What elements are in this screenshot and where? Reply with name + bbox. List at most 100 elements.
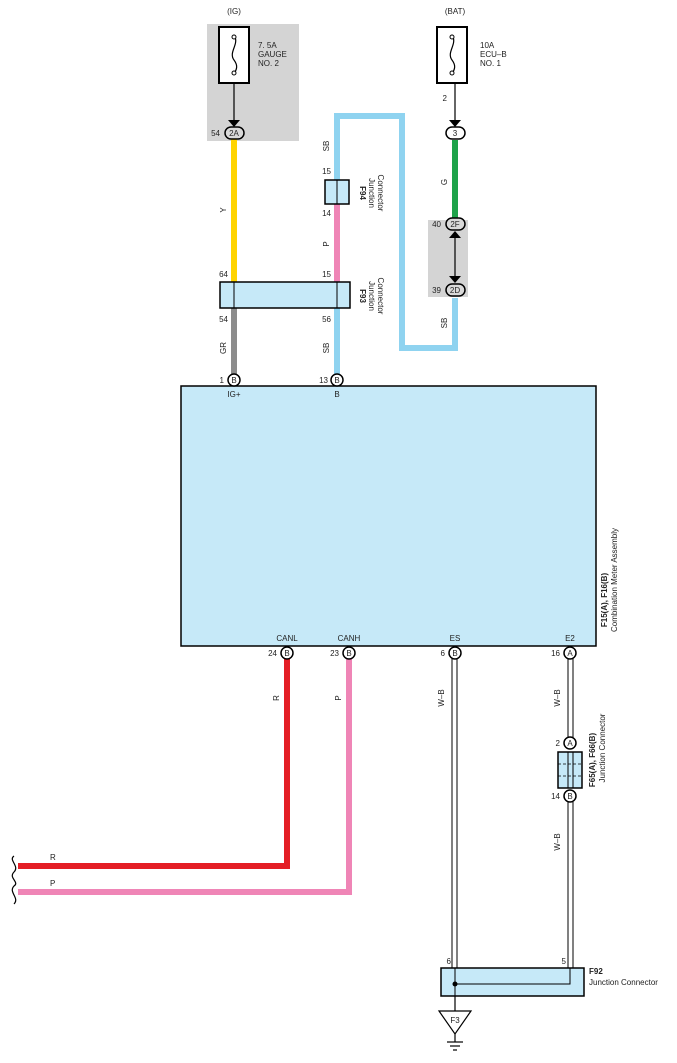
- fuse-gauge-line3: NO. 2: [258, 59, 279, 68]
- wire-label-p-2: P: [334, 695, 343, 700]
- meter-code: F15(A), F16(B): [600, 573, 609, 628]
- terminal-2a: [224, 120, 245, 140]
- fuse-ecub-line3: NO. 1: [480, 59, 501, 68]
- meter-pin-b: [330, 373, 344, 387]
- meter-pin-canl-label: CANL: [276, 634, 298, 643]
- wire-label-sb-1: SB: [322, 141, 331, 152]
- fuse-gauge-no2: [218, 26, 250, 84]
- meter-name: Combination Meter Assembly: [610, 528, 619, 632]
- f65-pin-bottom: [563, 789, 577, 803]
- f94-name1: Junction: [367, 178, 376, 208]
- f92-code: F92: [589, 967, 603, 976]
- f94-code: F94: [358, 186, 367, 200]
- wire-label-sb-2: SB: [440, 318, 449, 329]
- wire-label-wb-1: W–B: [437, 689, 446, 706]
- f65-conn-top: A: [567, 739, 573, 748]
- bat-source-label: (BAT): [445, 7, 466, 16]
- wire-label-r: R: [272, 695, 281, 701]
- f93-pin-tr: 15: [322, 270, 331, 279]
- f94-junction-connector: [324, 179, 350, 205]
- wire-label-sb-3: SB: [322, 343, 331, 354]
- wire-break-symbol: [11, 855, 17, 905]
- fuse-gauge-line2: GAUGE: [258, 50, 287, 59]
- terminal-2d: [445, 276, 466, 297]
- ground-label: F3: [450, 1016, 460, 1025]
- meter-pin-canh: [342, 646, 356, 660]
- wire-label-wb-3: W–B: [553, 833, 562, 850]
- f94-name2: Connector: [376, 175, 385, 212]
- wire-label-r-end: R: [50, 853, 56, 862]
- terminal-2a-label: 2A: [229, 129, 239, 138]
- f92-junction-connector: [440, 967, 585, 997]
- f94-pin-bottom: 14: [322, 209, 331, 218]
- f92-pin-right: 5: [562, 957, 567, 966]
- wire-label-p-end: P: [50, 879, 55, 888]
- wire-label-wb-2: W–B: [553, 689, 562, 706]
- meter-pin-b-conn: B: [334, 376, 339, 385]
- f65-junction-connector: [557, 751, 583, 789]
- f93-name1: Junction: [367, 281, 376, 311]
- wire-red-canl: [18, 658, 290, 869]
- f94-pin-top: 15: [322, 167, 331, 176]
- meter-pin-es: [448, 646, 462, 660]
- f93-pin-tl: 64: [219, 270, 228, 279]
- terminal-3-label: 3: [453, 129, 458, 138]
- terminal-2f-label: 2F: [450, 220, 459, 229]
- terminal-3: [445, 120, 466, 140]
- meter-pin-ig: [227, 373, 241, 387]
- fuse-ecub-line2: ECU–B: [480, 50, 507, 59]
- meter-pin-ig-label: IG+: [227, 390, 240, 399]
- fuse-ecub-pin: 2: [443, 94, 448, 103]
- meter-pin-ig-num: 1: [220, 376, 225, 385]
- terminal-2f: [445, 217, 466, 238]
- f93-name2: Connector: [376, 278, 385, 315]
- f93-code: F93: [358, 289, 367, 303]
- terminal-2a-pin: 54: [211, 129, 220, 138]
- meter-pin-e2-conn: A: [567, 649, 573, 658]
- wire-sky-blue-loop: [334, 113, 458, 351]
- meter-pin-canl-conn: B: [284, 649, 289, 658]
- f65-pin-bottom-num: 14: [551, 792, 560, 801]
- fuse-gauge-line1: 7. 5A: [258, 41, 277, 50]
- meter-pin-es-conn: B: [452, 649, 457, 658]
- f93-pin-br: 56: [322, 315, 331, 324]
- wire-label-g: G: [440, 179, 449, 185]
- wire-white-black-e2: [567, 658, 574, 968]
- f93-junction-connector: [219, 281, 351, 309]
- f65-conn-bottom: B: [567, 792, 572, 801]
- meter-pin-b-num: 13: [319, 376, 328, 385]
- meter-pin-es-label: ES: [450, 634, 461, 643]
- f65-code: F65(A), F66(B): [588, 733, 597, 788]
- combination-meter-assembly: [180, 385, 597, 647]
- meter-pin-canh-conn: B: [346, 649, 351, 658]
- meter-pin-es-num: 6: [441, 649, 446, 658]
- meter-pin-ig-conn: B: [231, 376, 236, 385]
- meter-pin-e2-label: E2: [565, 634, 575, 643]
- f65-name: Junction Connector: [598, 713, 607, 782]
- fuse-ecub-line1: 10A: [480, 41, 495, 50]
- meter-pin-canh-num: 23: [330, 649, 339, 658]
- meter-pin-b-label: B: [334, 390, 339, 399]
- meter-pin-canh-label: CANH: [338, 634, 361, 643]
- f92-name: Junction Connector: [589, 978, 658, 987]
- meter-pin-canl-num: 24: [268, 649, 277, 658]
- ig-source-label: (IG): [227, 7, 241, 16]
- meter-pin-e2: [563, 646, 577, 660]
- fuse-ecub-no1: [436, 26, 468, 84]
- ground-symbol: [437, 996, 473, 1051]
- wire-label-y: Y: [219, 207, 228, 213]
- meter-pin-canl: [280, 646, 294, 660]
- terminal-2d-label: 2D: [450, 286, 460, 295]
- f65-pin-top-num: 2: [556, 739, 561, 748]
- wire-white-black-es: [451, 658, 458, 968]
- terminal-2d-pin: 39: [432, 286, 441, 295]
- f92-pin-left: 6: [447, 957, 452, 966]
- wire-pink-canh: [18, 658, 352, 895]
- terminal-2f-pin: 40: [432, 220, 441, 229]
- f93-pin-bl: 54: [219, 315, 228, 324]
- meter-pin-e2-num: 16: [551, 649, 560, 658]
- f65-pin-top: [563, 736, 577, 750]
- wire-label-gr: GR: [219, 342, 228, 354]
- wire-label-p-1: P: [322, 241, 331, 246]
